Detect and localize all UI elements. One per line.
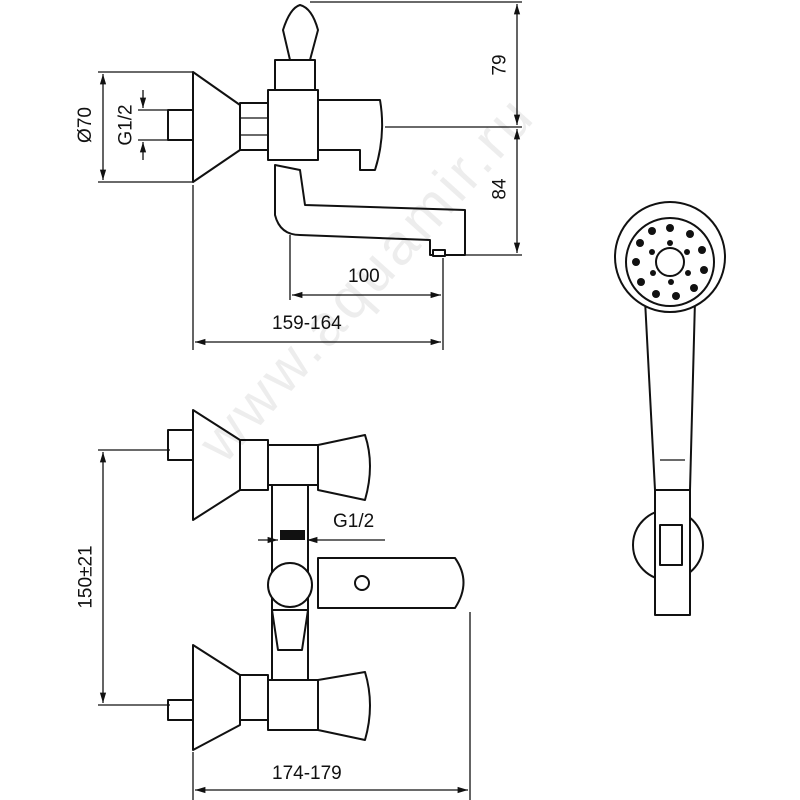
top-dimension-lines — [98, 1, 522, 350]
dim-spout-height: 84 — [489, 178, 511, 200]
mixer-front-view — [167, 409, 465, 751]
mixer-side-view — [167, 4, 466, 257]
dim-diverter-thread: G1/2 — [333, 511, 375, 532]
dim-total-reach: 159-164 — [272, 313, 342, 334]
dim-top-height: 79 — [489, 54, 511, 76]
hand-shower — [614, 201, 726, 616]
bottom-dimension-lines — [98, 449, 471, 800]
dim-inlet-thread: G1/2 — [115, 104, 137, 146]
dim-total-width: 174-179 — [272, 763, 342, 784]
dim-flange-diameter: Ø70 — [74, 107, 96, 143]
dim-spout-reach: 100 — [348, 266, 380, 287]
dim-center-distance: 150±21 — [75, 545, 97, 609]
